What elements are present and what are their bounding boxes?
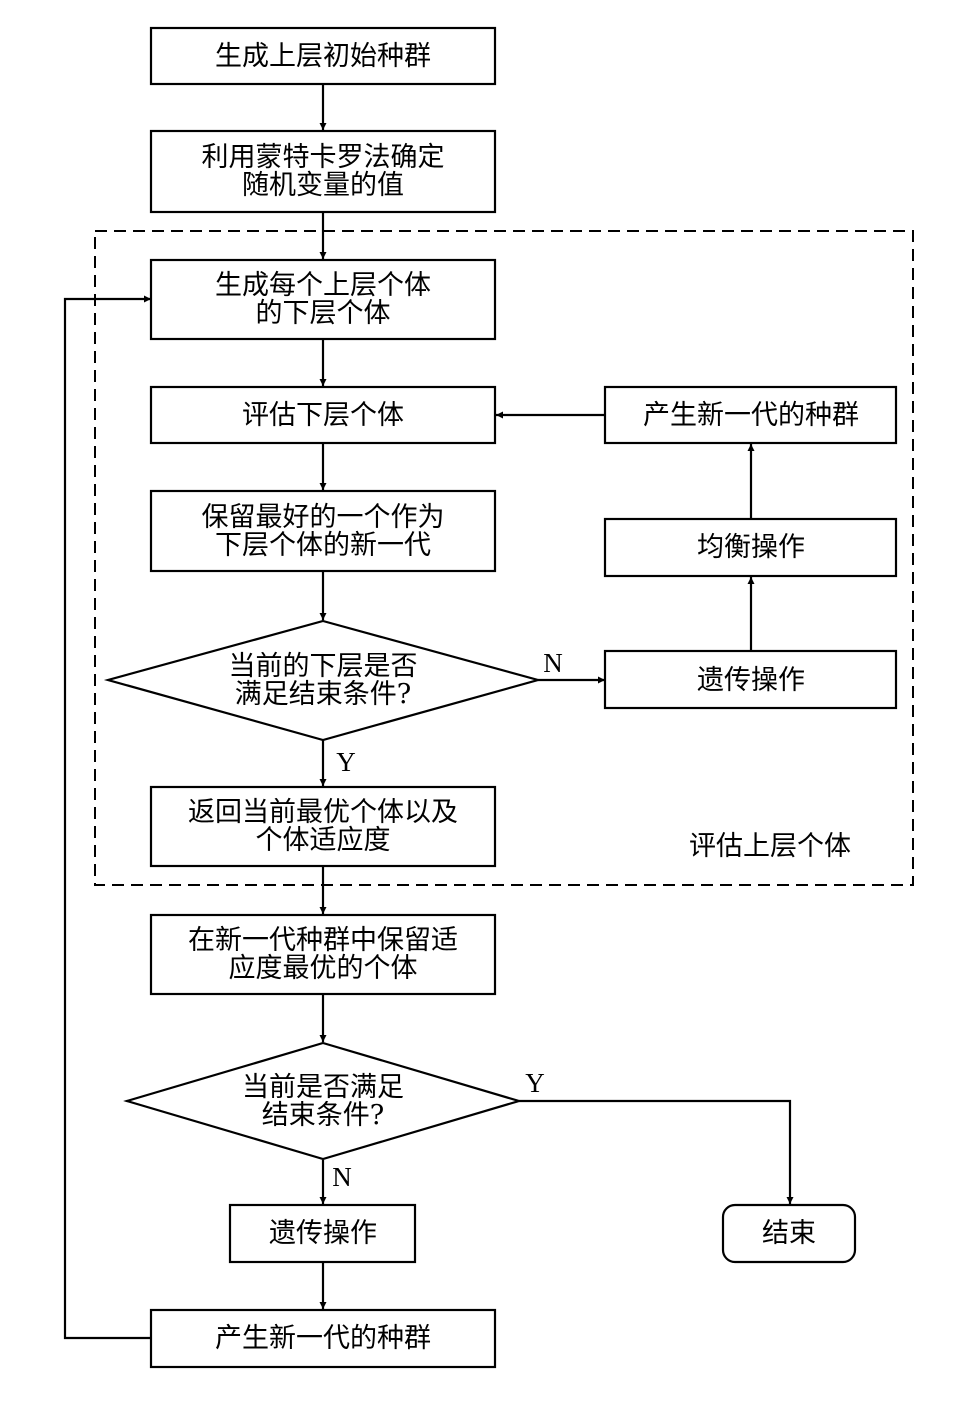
outer-new-population-text: 产生新一代的种群 [215, 1323, 431, 1354]
balance-line-1: 均衡操作 [697, 532, 805, 563]
balance-box [603, 517, 898, 578]
outer-new-pop-line-1: 产生新一代的种群 [215, 1323, 431, 1354]
inner-genetic-text: 遗传操作 [697, 665, 805, 696]
arrow-endcheck-yes-to-end [519, 1099, 794, 1204]
eval-lower-line-1: 评估下层个体 [242, 400, 404, 431]
outer-genetic-text: 遗传操作 [269, 1218, 377, 1249]
end-check-diamond [123, 1041, 523, 1161]
lower-end-check-text: 当前的下层是否满足结束条件? [229, 651, 418, 710]
keep-fittest-line-2: 应度最优的个体 [229, 953, 418, 984]
inner-new-population-text: 产生新一代的种群 [643, 400, 859, 431]
gen-lower-line-1: 生成每个上层个体 [215, 270, 431, 301]
outer-genetic-box [228, 1203, 417, 1264]
return-best-text: 返回当前最优个体以及个体适应度 [188, 797, 458, 856]
end-line-1: 结束 [762, 1218, 816, 1249]
outer-genetic-line-1: 遗传操作 [269, 1218, 377, 1249]
keep-fittest-text: 在新一代种群中保留适应度最优的个体 [188, 925, 458, 984]
evaluate-upper-group-border [94, 230, 914, 886]
evaluate-lower-text: 评估下层个体 [242, 400, 404, 431]
evaluate-upper-group-label: 评估上层个体 [689, 831, 851, 862]
init-upper-line-1: 生成上层初始种群 [215, 41, 431, 72]
init-upper-population-box [149, 26, 497, 86]
arrow-loop-back-to-genlower [63, 295, 151, 1340]
end-check-line-1: 当前是否满足 [242, 1072, 404, 1103]
monte-carlo-text: 利用蒙特卡罗法确定随机变量的值 [202, 142, 445, 201]
keep-best-line-1: 保留最好的一个作为 [202, 502, 445, 533]
inner-genetic-line-1: 遗传操作 [697, 665, 805, 696]
end-yes-label: Y [525, 1068, 545, 1098]
keep-best-line-2: 下层个体的新一代 [215, 530, 431, 561]
lower-no-label: N [543, 648, 563, 678]
end-check-line-2: 结束条件? [262, 1100, 384, 1131]
generate-lower-box [149, 258, 497, 341]
lower-end-check-line-2: 满足结束条件? [235, 679, 411, 710]
generate-lower-text: 生成每个上层个体的下层个体 [215, 270, 431, 329]
end-box [721, 1203, 857, 1264]
inner-new-population-box [603, 385, 898, 445]
return-best-line-1: 返回当前最优个体以及 [188, 797, 458, 828]
keep-fittest-line-1: 在新一代种群中保留适 [188, 925, 458, 956]
lower-end-check-line-1: 当前的下层是否 [229, 651, 418, 682]
gen-lower-line-2: 的下层个体 [256, 298, 391, 329]
keep-fittest-box [149, 913, 497, 996]
balance-text: 均衡操作 [697, 532, 805, 563]
end-text: 结束 [762, 1218, 816, 1249]
end-no-label: N [332, 1162, 352, 1192]
connectors [63, 84, 794, 1340]
inner-genetic-box [603, 649, 898, 710]
monte-carlo-box [149, 129, 497, 214]
keep-best-text: 保留最好的一个作为下层个体的新一代 [202, 502, 445, 561]
evaluate-lower-box [149, 385, 497, 445]
lower-end-check-diamond [103, 619, 543, 742]
outer-new-population-box [149, 1308, 497, 1369]
return-best-box [149, 785, 497, 868]
init-upper-population-text: 生成上层初始种群 [215, 41, 431, 72]
inner-new-pop-line-1: 产生新一代的种群 [643, 400, 859, 431]
end-check-text: 当前是否满足结束条件? [242, 1072, 404, 1131]
keep-best-box [149, 489, 497, 573]
lower-yes-label: Y [336, 747, 356, 777]
return-best-line-2: 个体适应度 [256, 825, 391, 856]
monte-carlo-line-1: 利用蒙特卡罗法确定 [202, 142, 445, 173]
monte-carlo-line-2: 随机变量的值 [242, 170, 404, 201]
